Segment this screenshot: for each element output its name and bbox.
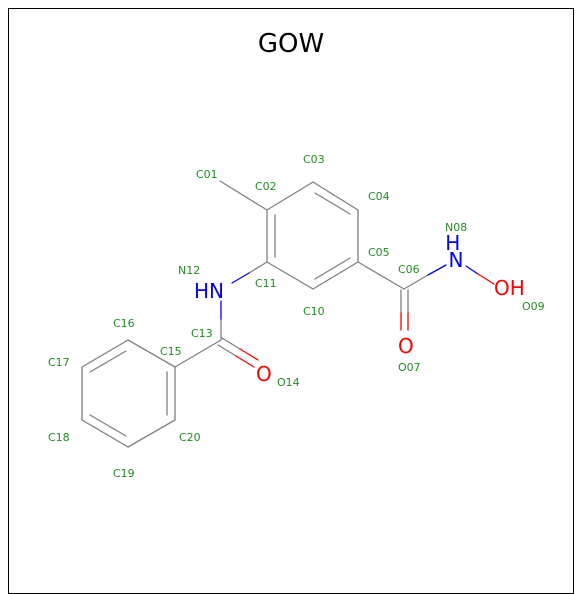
atom-label-c15: C15 (160, 345, 182, 358)
molecule-title: GOW (258, 29, 324, 59)
atom-label-c11: C11 (255, 277, 277, 290)
atom-symbol-o09: OH (494, 276, 525, 300)
atom-label-c04: C04 (368, 190, 390, 203)
bond-c13-c15 (174, 339, 222, 368)
bond-c11-n12 (248, 261, 268, 274)
bond-c13-o14-a-red (239, 348, 259, 361)
bond-c03-c04 (312, 181, 359, 211)
bond-c16-c17-inner (89, 350, 127, 373)
bond-c16-c17 (81, 339, 129, 368)
atom-label-c10: C10 (303, 305, 325, 318)
viewer-frame (8, 8, 574, 594)
bond-n08-o09-blue (465, 265, 479, 275)
bond-c01-c02 (219, 180, 268, 211)
bond-c11-n12-blue (231, 272, 250, 284)
atom-label-c05: C05 (368, 246, 390, 259)
atom-symbol-n08: H N (445, 231, 466, 272)
atom-symbol-o14: O (256, 362, 272, 386)
element-symbol-layer: HN H N OH O O (194, 231, 525, 386)
bond-c19-c20 (127, 419, 176, 448)
atom-label-c16: C16 (113, 317, 135, 330)
bond-c05-c10-inner (314, 257, 351, 280)
bond-c03-c04-inner (314, 192, 351, 215)
atom-label-o14: O14 (277, 376, 300, 389)
bond-c13-o14-a (221, 337, 241, 350)
bond-c18-c19-inner (89, 414, 127, 437)
atom-label-c13: C13 (191, 327, 213, 340)
atom-symbol-n12: HN (194, 279, 224, 303)
atom-label-n08: N08 (445, 221, 467, 234)
bond-n08-o09-red (477, 273, 495, 285)
atom-label-o07: O07 (398, 361, 421, 374)
bond-c02-c03 (266, 181, 314, 211)
atom-symbol-n08-line: N (449, 248, 464, 272)
bond-c06-n08-blue (427, 264, 447, 276)
bond-c15-c16 (127, 339, 176, 368)
bond-c06-n08 (403, 274, 429, 290)
atom-symbol-n08-line: H (445, 231, 460, 255)
bond-c05-c10 (312, 261, 359, 290)
bond-c18-c19 (81, 419, 129, 448)
atom-label-n12: N12 (178, 264, 200, 277)
atom-label-c19: C19 (113, 467, 135, 480)
atom-label-c02: C02 (255, 180, 277, 193)
atom-label-c20: C20 (179, 431, 201, 444)
atom-label-c01: C01 (196, 168, 218, 181)
atom-label-layer: C01 C02 C03 C04 C05 C06 O07 N08 O09 C10 … (48, 153, 545, 480)
atom-symbol-o07: O (398, 334, 414, 358)
bond-c13-o14-b-red (235, 355, 255, 368)
bond-layer (81, 180, 495, 448)
bond-c05-c06 (357, 261, 405, 290)
atom-label-c17: C17 (48, 356, 70, 369)
bond-c13-o14-b (217, 344, 237, 357)
atom-label-c06: C06 (398, 263, 420, 276)
atom-label-c18: C18 (48, 431, 70, 444)
atom-label-o09: O09 (522, 300, 545, 313)
bond-c10-c11 (266, 261, 314, 290)
atom-label-c03: C03 (303, 153, 325, 166)
